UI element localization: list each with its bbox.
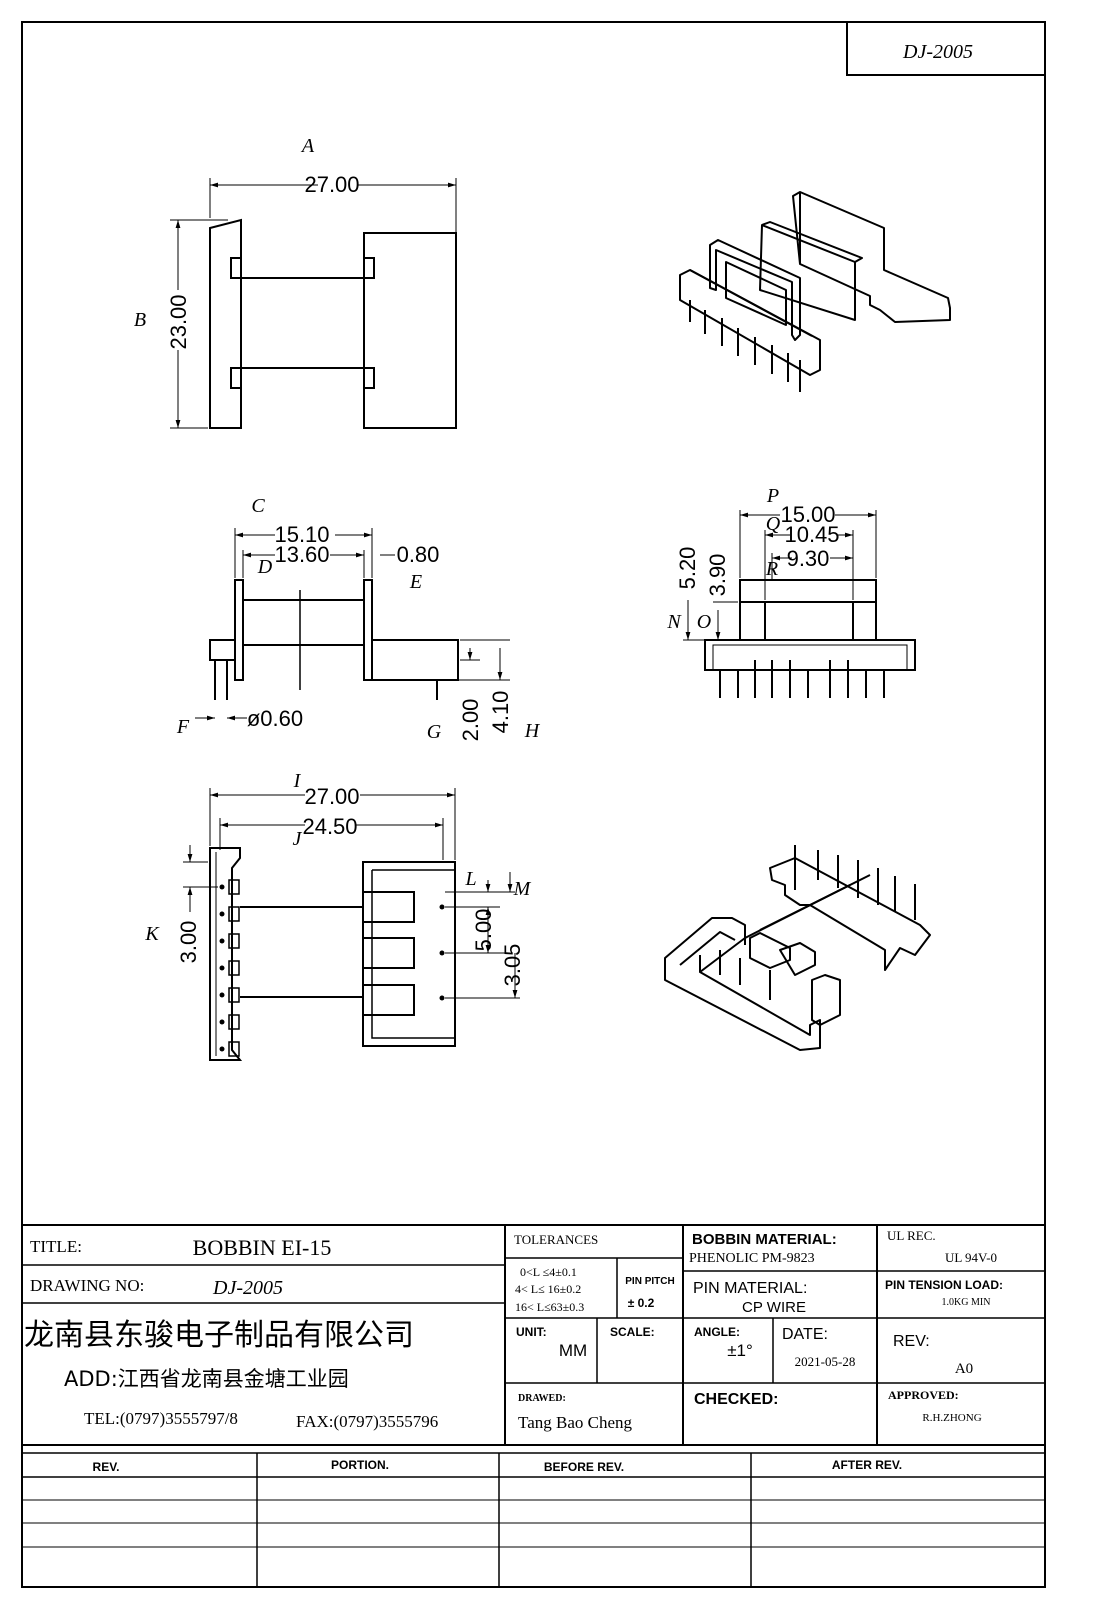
label-q: Q [766, 513, 781, 535]
label-b: B [134, 309, 146, 331]
angle-value: ±1° [727, 1341, 753, 1360]
pin-tension-label: PIN TENSION LOAD: [885, 1278, 1003, 1292]
iso-view-underside [664, 845, 931, 1051]
label-r: R [765, 558, 778, 580]
label-p: P [766, 485, 779, 507]
dim-h: 4.10 [488, 691, 513, 734]
label-h: H [524, 720, 541, 742]
date-label: DATE: [782, 1326, 828, 1343]
label-g: G [427, 721, 442, 743]
dim-l: 5.00 [471, 909, 496, 952]
unit-label: UNIT: [516, 1325, 547, 1339]
label-f: F [176, 716, 190, 738]
label-k: K [144, 923, 160, 945]
tolerances-label: TOLERANCES [514, 1232, 598, 1247]
title-value: BOBBIN EI-15 [193, 1235, 332, 1260]
dim-a: 27.00 [304, 172, 359, 197]
drawing-no-label: DRAWING NO: [30, 1276, 144, 1295]
unit-value: MM [559, 1341, 587, 1360]
doc-number: DJ-2005 [902, 41, 973, 63]
label-n: N [666, 611, 682, 633]
dim-r: 9.30 [787, 546, 830, 571]
label-d: D [257, 556, 273, 578]
end-view [683, 510, 916, 698]
dim-o: 3.90 [705, 554, 730, 597]
label-o: O [697, 611, 711, 633]
pin-pitch-value: ± 0.2 [628, 1296, 655, 1310]
pin-pitch-label: PIN PITCH [625, 1276, 674, 1287]
ul-rec-value: UL 94V-0 [945, 1250, 997, 1265]
rev-header-rev: REV. [93, 1460, 120, 1474]
side-view [195, 528, 510, 721]
title-block-grid [22, 1224, 1045, 1587]
pin-material-value: CP WIRE [742, 1299, 806, 1316]
label-e: E [409, 571, 422, 593]
drawed-value: Tang Bao Cheng [518, 1413, 633, 1432]
date-value: 2021-05-28 [795, 1354, 856, 1369]
dim-m: 3.05 [500, 944, 525, 987]
angle-label: ANGLE: [694, 1325, 740, 1339]
rev-label: REV: [893, 1333, 930, 1350]
drawing-no-value: DJ-2005 [212, 1277, 283, 1299]
company-address: ADD:江西省龙南县金塘工业园 [64, 1367, 349, 1391]
bobbin-material-label: BOBBIN MATERIAL: [692, 1231, 837, 1248]
tolerance-line-2: 4< L≤ 16±0.2 [515, 1282, 581, 1296]
revision-table: REV. PORTION. BEFORE REV. AFTER REV. [93, 1458, 903, 1474]
rev-value: A0 [955, 1361, 973, 1377]
sheet-border [21, 21, 1046, 1588]
title-label: TITLE: [30, 1237, 82, 1256]
company-tel: TEL:(0797)3555797/8 [84, 1409, 238, 1428]
approved-label: APPROVED: [888, 1388, 959, 1402]
scale-label: SCALE: [610, 1325, 655, 1339]
bottom-view [183, 788, 520, 1061]
dim-k: 3.00 [176, 921, 201, 964]
pin-tension-value: 1.0KG MIN [942, 1297, 991, 1308]
dim-q: 10.45 [784, 522, 839, 547]
title-block: TITLE: BOBBIN EI-15 DRAWING NO: DJ-2005 … [24, 1228, 1003, 1432]
iso-view-assembled [679, 191, 951, 392]
ul-rec-label: UL REC. [887, 1228, 936, 1243]
label-j: J [293, 828, 303, 850]
pin-material-label: PIN MATERIAL: [693, 1280, 807, 1297]
rev-header-after: AFTER REV. [832, 1458, 902, 1472]
bobbin-material-value: PHENOLIC PM-9823 [689, 1251, 815, 1266]
dim-j: 24.50 [302, 814, 357, 839]
dim-e: 0.80 [397, 542, 440, 567]
approved-value: R.H.ZHONG [922, 1412, 981, 1424]
label-i: I [293, 770, 302, 792]
label-l: L [464, 868, 476, 890]
top-view [170, 178, 457, 429]
dim-c: 15.10 [274, 522, 329, 547]
dim-d: 13.60 [274, 542, 329, 567]
dim-g: 2.00 [458, 699, 483, 742]
rev-header-before: BEFORE REV. [544, 1460, 624, 1474]
label-a: A [300, 135, 315, 157]
doc-number-box: DJ-2005 [846, 22, 1045, 76]
label-c: C [251, 495, 265, 517]
company-fax: FAX:(0797)3555796 [296, 1412, 438, 1431]
dim-f: ø0.60 [247, 706, 303, 731]
dim-n: 5.20 [675, 547, 700, 590]
dim-i: 27.00 [304, 784, 359, 809]
dim-b: 23.00 [166, 294, 191, 349]
company-name: 龙南县东骏电子制品有限公司 [24, 1318, 414, 1353]
drawed-label: DRAWED: [518, 1393, 566, 1404]
rev-header-portion: PORTION. [331, 1458, 389, 1472]
dim-p: 15.00 [780, 502, 835, 527]
checked-label: CHECKED: [694, 1391, 778, 1408]
tolerance-line-1: 0<L ≤4±0.1 [520, 1265, 577, 1279]
tolerance-line-3: 16< L≤63±0.3 [515, 1300, 584, 1314]
label-m: M [513, 878, 532, 900]
